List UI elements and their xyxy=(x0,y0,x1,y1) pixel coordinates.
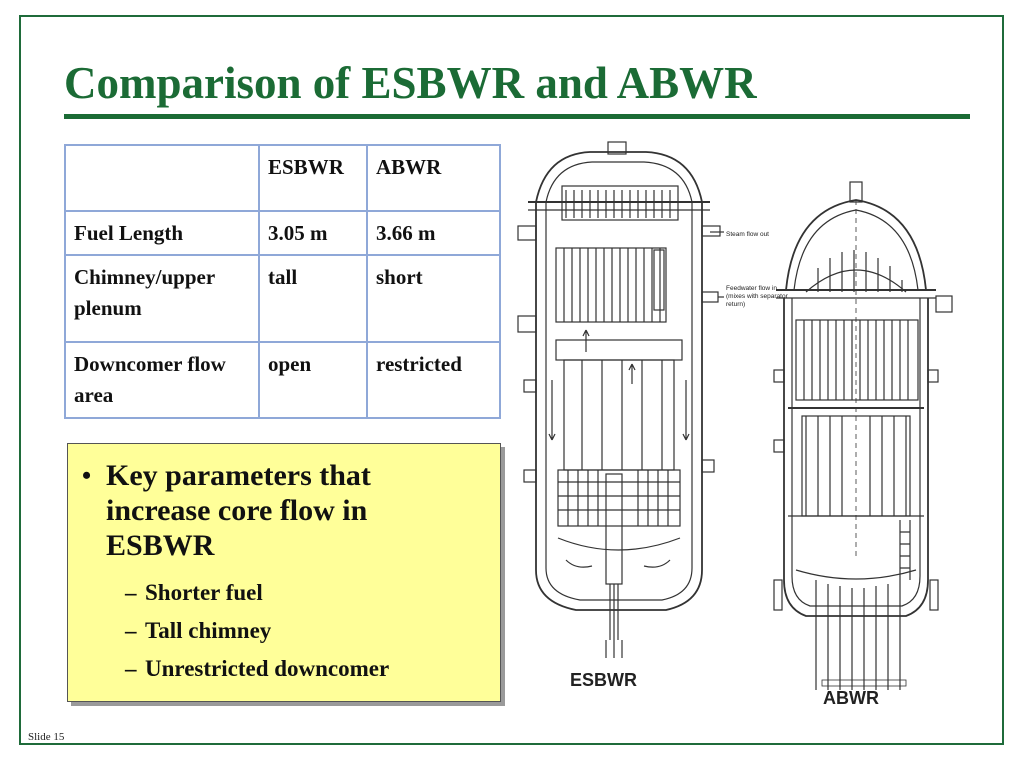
feedwater-note-2: return) xyxy=(726,301,745,308)
slide-number: Slide 15 xyxy=(28,731,65,743)
slide-title: Comparison of ESBWR and ABWR xyxy=(64,58,757,108)
list-item: –Tall chimney xyxy=(125,612,389,650)
esbwr-diagram-label: ESBWR xyxy=(570,670,637,690)
feedwater-annotation: Feedwater flow in xyxy=(726,285,777,292)
table-header-row: ESBWR ABWR xyxy=(64,144,501,212)
list-item: –Unrestricted downcomer xyxy=(125,650,389,688)
row-abwr-value: short xyxy=(366,254,501,343)
esbwr-vessel-drawing xyxy=(517,141,724,658)
dash-icon: – xyxy=(125,618,137,643)
callout-bullet: • Key parameters that increase core flow… xyxy=(82,458,476,563)
abwr-diagram-label: ABWR xyxy=(823,688,879,708)
table-row: Chimney/upper plenum tall short xyxy=(64,254,501,343)
dash-icon: – xyxy=(125,656,137,681)
feedwater-note-1: (mixes with separator xyxy=(726,293,789,300)
slide-frame xyxy=(19,15,1004,745)
row-label: Fuel Length xyxy=(64,210,260,256)
steam-flow-annotation: Steam flow out xyxy=(726,231,769,238)
reactor-vessel-diagram: Steam flow out Feedwater flow in (mixes … xyxy=(517,141,953,690)
row-esbwr-value: 3.05 m xyxy=(258,210,368,256)
callout-bullet-text: Key parameters that increase core flow i… xyxy=(106,459,371,562)
row-esbwr-value: open xyxy=(258,341,368,419)
row-abwr-value: restricted xyxy=(366,341,501,419)
table-header-esbwr: ESBWR xyxy=(258,144,368,212)
list-item: –Shorter fuel xyxy=(125,574,389,612)
comparison-table: ESBWR ABWR Fuel Length 3.05 m 3.66 m Chi… xyxy=(64,144,501,419)
callout-sub-list: –Shorter fuel –Tall chimney –Unrestricte… xyxy=(125,574,389,688)
table-header-abwr: ABWR xyxy=(366,144,501,212)
row-label: Chimney/upper plenum xyxy=(64,254,260,343)
bullet-dot-icon: • xyxy=(82,461,92,490)
row-label: Downcomer flow area xyxy=(64,341,260,419)
table-header-empty xyxy=(64,144,260,212)
table-row: Fuel Length 3.05 m 3.66 m xyxy=(64,210,501,256)
row-abwr-value: 3.66 m xyxy=(366,210,501,256)
title-underline xyxy=(64,114,970,119)
abwr-vessel-drawing xyxy=(773,181,953,690)
row-esbwr-value: tall xyxy=(258,254,368,343)
table-row: Downcomer flow area open restricted xyxy=(64,341,501,419)
dash-icon: – xyxy=(125,580,137,605)
key-parameters-callout: • Key parameters that increase core flow… xyxy=(67,443,501,702)
